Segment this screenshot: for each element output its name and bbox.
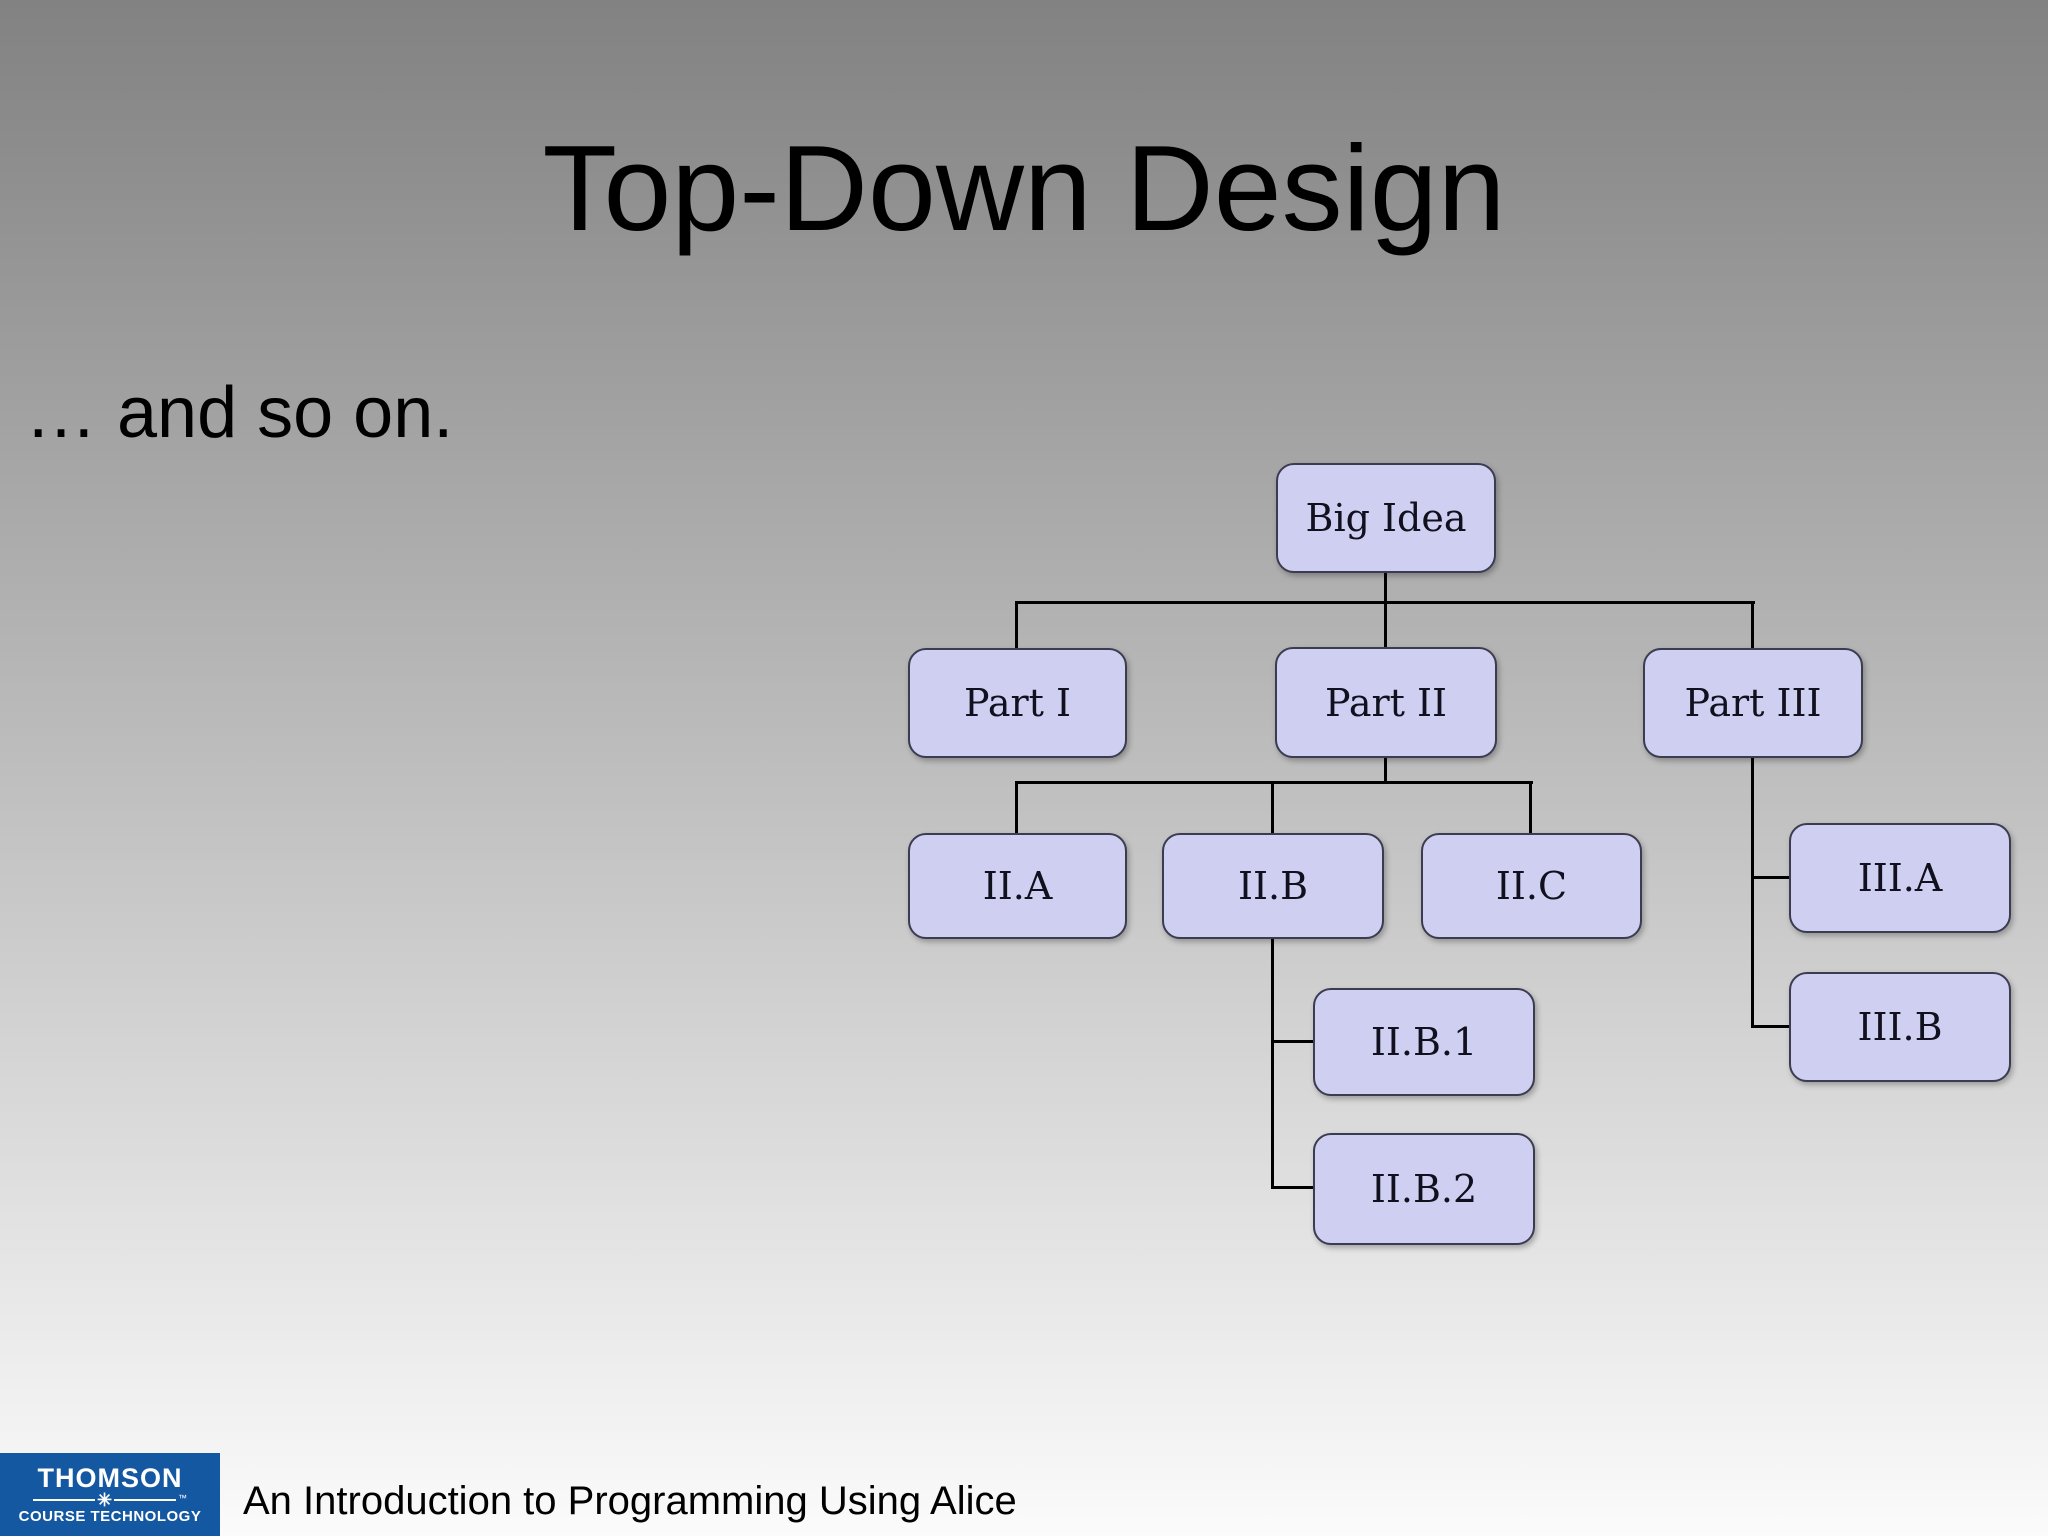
connector-part3-trunk xyxy=(1751,757,1754,1028)
diagram-node-part3: Part III xyxy=(1643,648,1863,758)
footer-book-title: An Introduction to Programming Using Ali… xyxy=(243,1479,1017,1523)
connector-iib1-stub xyxy=(1271,1040,1313,1043)
diagram-node-part1: Part I xyxy=(908,648,1127,758)
slide-title: Top-Down Design xyxy=(542,120,1506,256)
connector-part3-drop xyxy=(1751,601,1754,649)
connector-iia-drop xyxy=(1015,781,1018,834)
connector-iic-drop xyxy=(1529,781,1532,834)
diagram-node-iib2: II.B.2 xyxy=(1313,1133,1535,1245)
connector-iib-drop xyxy=(1271,781,1274,834)
connector-iiib-stub xyxy=(1751,1025,1791,1028)
logo-brand-text: THOMSON xyxy=(37,1462,183,1493)
diagram-node-iib1: II.B.1 xyxy=(1313,988,1535,1096)
diagram-node-big-idea: Big Idea xyxy=(1276,463,1496,573)
connector-part2-drop xyxy=(1384,601,1387,649)
connector-iib-trunk xyxy=(1271,938,1274,1189)
diagram-node-part2: Part II xyxy=(1275,647,1497,758)
diagram-node-iiib: III.B xyxy=(1789,972,2011,1082)
connector-part2-stem xyxy=(1384,757,1387,783)
trademark-symbol: ™ xyxy=(178,1492,188,1503)
diagram-node-iic: II.C xyxy=(1421,833,1642,939)
logo-subbrand-text: COURSE TECHNOLOGY xyxy=(18,1507,202,1525)
connector-iiia-stub xyxy=(1751,876,1791,879)
connector-big-idea-stem xyxy=(1384,571,1387,604)
connector-level2-bus xyxy=(1015,781,1533,784)
diagram-node-iiia: III.A xyxy=(1789,823,2011,933)
connector-iib2-stub xyxy=(1271,1186,1313,1189)
logo-star-icon: ✳ xyxy=(96,1489,113,1510)
annotation-text: … and so on. xyxy=(25,373,454,453)
connector-part1-drop xyxy=(1015,601,1018,649)
logo-divider-line xyxy=(32,1498,95,1501)
thomson-logo: THOMSON ✳ ™ COURSE TECHNOLOGY xyxy=(0,1453,220,1536)
logo-divider: ✳ ™ xyxy=(0,1489,220,1510)
diagram-node-iib: II.B xyxy=(1162,833,1384,939)
diagram-node-iia: II.A xyxy=(908,833,1127,939)
logo-divider-line xyxy=(114,1498,177,1501)
